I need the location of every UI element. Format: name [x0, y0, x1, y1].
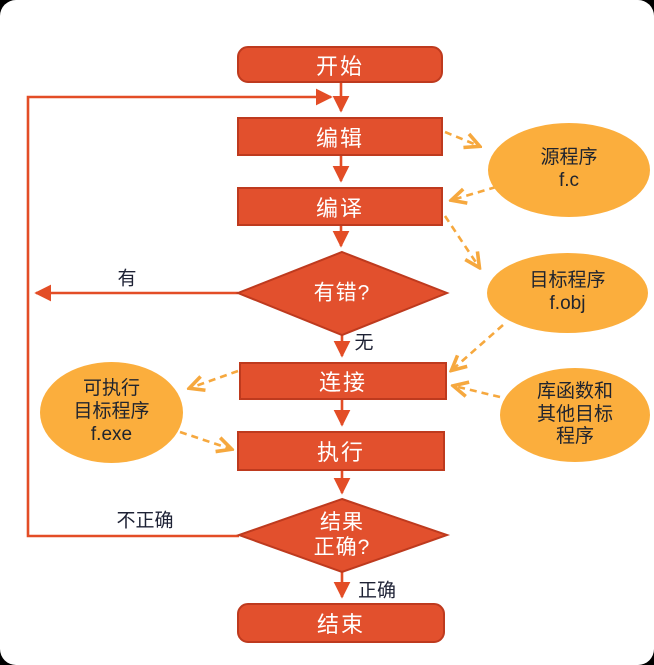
library-line2: 其他目标 [536, 403, 613, 425]
object-program-name: 目标程序 [529, 270, 606, 292]
node-end-label: 结束 [316, 612, 365, 637]
library-line3: 程序 [555, 426, 594, 448]
source-program-name: 源程序 [540, 147, 598, 169]
edge-compile-to-object-file [443, 215, 479, 267]
edge-incorrect-feedback-loop [26, 88, 333, 538]
ellipse-executable-program: 可执行 目标程序 f.exe [40, 362, 183, 463]
node-start: 开始 [237, 46, 443, 83]
decision-error-label: 有错? [313, 281, 371, 305]
decision-result-line1: 结果 [320, 510, 364, 534]
edge-executable-file-to-execute [179, 430, 231, 449]
decision-result-label: 结果 正确? [314, 510, 371, 560]
decision-result-shape [236, 497, 451, 574]
ellipse-library-functions: 库函数和 其他目标 程序 [500, 368, 650, 462]
ellipse-object-program: 目标程序 f.obj [487, 253, 648, 333]
edge-edit-to-source-file [444, 130, 479, 146]
node-edit: 编辑 [237, 117, 443, 156]
edge-link-to-executable-file [190, 369, 239, 388]
node-compile-label: 编译 [315, 195, 364, 221]
edge-library-to-link [454, 386, 501, 399]
node-link-label: 连接 [318, 370, 367, 395]
node-execute-label: 执行 [316, 440, 365, 465]
decision-error-shape [235, 250, 450, 337]
node-compile: 编译 [237, 187, 443, 226]
decision-result-line2: 正确? [313, 536, 371, 559]
executable-filename: f.exe [90, 423, 133, 445]
source-program-filename: f.c [558, 170, 580, 191]
edge-label-has-error: 有 [117, 268, 137, 290]
node-link: 连接 [239, 362, 447, 400]
edge-label-incorrect: 不正确 [116, 510, 174, 532]
edge-object-file-to-link [452, 324, 504, 370]
node-edit-label: 编辑 [315, 125, 364, 151]
edge-source-file-to-compile [452, 185, 497, 200]
executable-line2: 目标程序 [73, 401, 150, 423]
node-start-label: 开始 [315, 53, 364, 79]
edge-label-no-error: 无 [354, 332, 374, 354]
node-execute: 执行 [237, 431, 445, 471]
ellipse-source-program: 源程序 f.c [488, 123, 650, 217]
library-line1: 库函数和 [536, 380, 613, 402]
node-end: 结束 [237, 603, 445, 643]
edge-label-correct: 正确 [357, 580, 397, 602]
object-program-filename: f.obj [549, 293, 586, 314]
executable-line1: 可执行 [82, 378, 140, 400]
